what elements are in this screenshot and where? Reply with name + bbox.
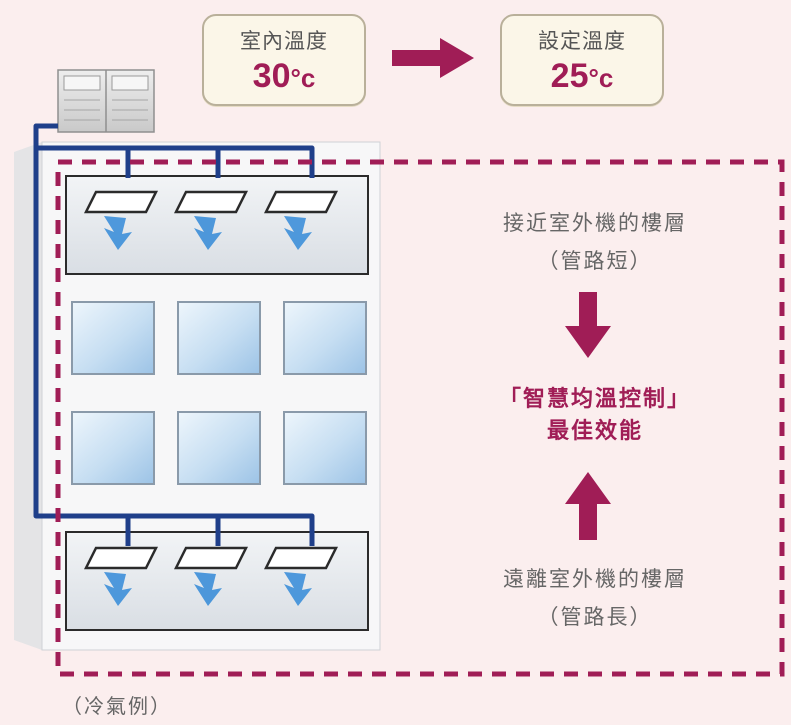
far-floor-line2: （管路長） (537, 605, 653, 629)
far-floor-line1: 遠離室外機的樓層 (503, 567, 687, 591)
near-floor-line1: 接近室外機的樓層 (503, 211, 687, 235)
current-temp-box: 室內溫度 30°c (202, 14, 366, 106)
set-temp-value: 25°c (550, 57, 614, 95)
example-note: （冷氣例） (62, 694, 172, 718)
highlight-region (55, 159, 785, 677)
near-floor-line2: （管路短） (537, 249, 653, 273)
current-temp-label: 室內溫度 (240, 29, 328, 53)
result-line2: 最佳效能 (546, 419, 643, 444)
set-temp-box: 設定溫度 25°c (500, 14, 664, 106)
arrow-right-icon (392, 38, 474, 78)
set-temp-unit: °c (588, 63, 614, 93)
near-floor-note: 接近室外機的樓層 （管路短） (445, 204, 745, 280)
result-note: 「智慧均溫控制」 最佳效能 (445, 384, 745, 448)
outdoor-unit-icon (57, 69, 155, 133)
current-temp-value: 30°c (252, 57, 316, 95)
current-temp-unit: °c (290, 63, 316, 93)
ceiling-cassette-icon (83, 190, 339, 570)
windows (71, 301, 367, 485)
arrow-down-icon (565, 292, 611, 358)
far-floor-note: 遠離室外機的樓層 （管路長） (445, 560, 745, 636)
cold-airflow-icon (104, 216, 312, 606)
result-line1: 「智慧均溫控制」 (498, 387, 691, 412)
refrigerant-pipe (33, 123, 315, 546)
arrow-up-icon (565, 472, 611, 540)
set-temp-label: 設定溫度 (538, 29, 626, 53)
